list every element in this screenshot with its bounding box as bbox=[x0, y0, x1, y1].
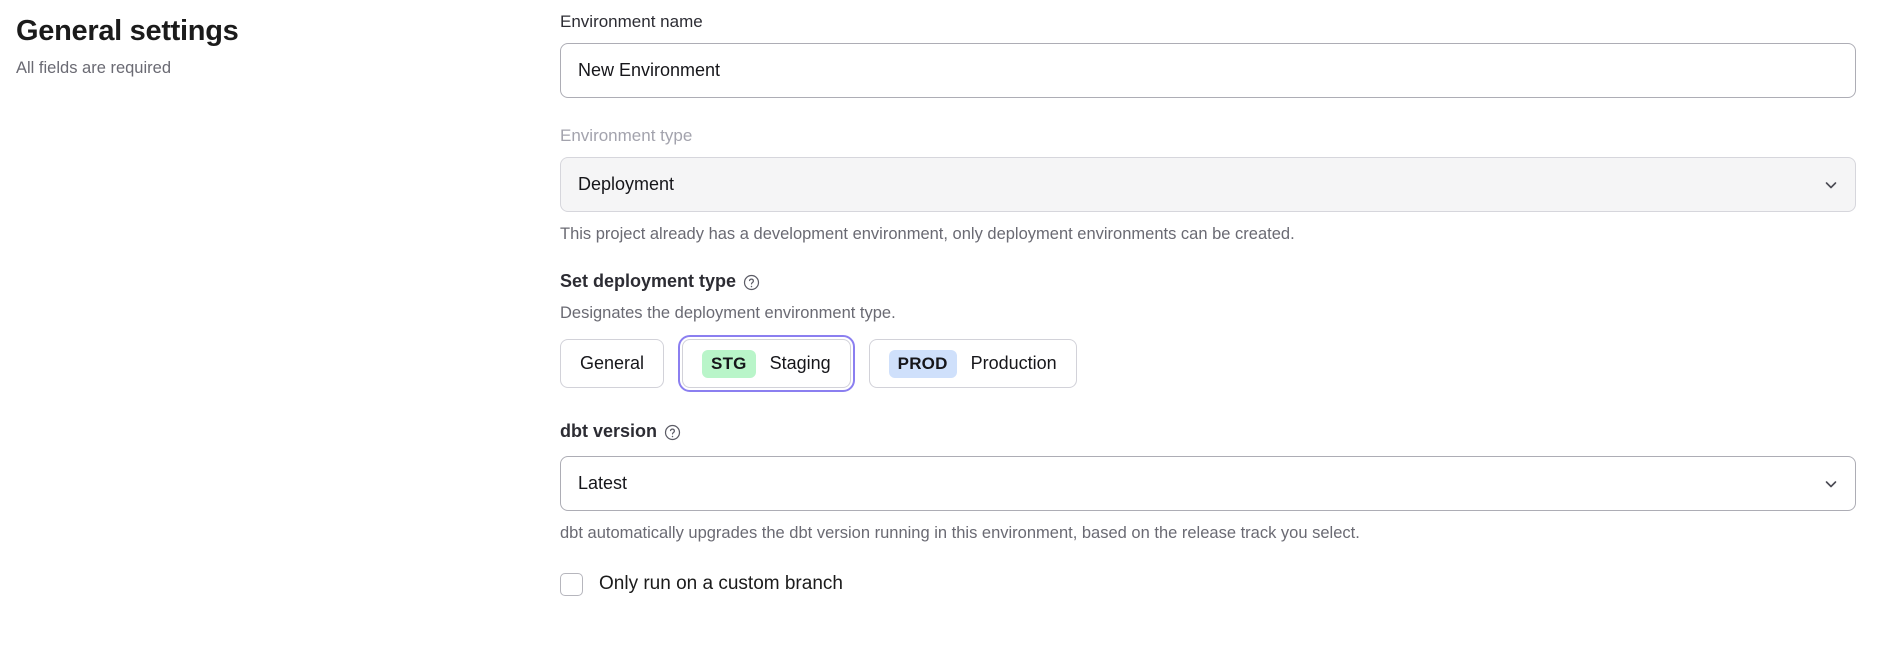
environment-type-value: Deployment bbox=[578, 174, 675, 194]
environment-type-select[interactable]: Deployment bbox=[560, 157, 1856, 212]
deployment-option-staging[interactable]: STG Staging bbox=[678, 335, 855, 392]
deployment-option-production[interactable]: PROD Production bbox=[868, 339, 1077, 388]
dbt-version-select[interactable]: Latest bbox=[560, 456, 1856, 511]
page-subtitle: All fields are required bbox=[16, 59, 171, 77]
production-badge: PROD bbox=[888, 349, 957, 378]
environment-type-helper: This project already has a development e… bbox=[560, 225, 1295, 243]
environment-name-input[interactable]: New Environment bbox=[560, 43, 1856, 98]
deployment-type-options: General STG Staging PROD Production bbox=[560, 335, 1856, 392]
dbt-version-title: dbt version bbox=[560, 418, 1856, 444]
environment-type-label: Environment type bbox=[560, 126, 693, 145]
dbt-version-label: dbt version bbox=[560, 421, 658, 441]
environment-name-label: Environment name bbox=[560, 12, 703, 31]
settings-form: Environment name New Environment Environ… bbox=[560, 10, 1856, 597]
staging-badge: STG bbox=[702, 349, 756, 378]
deployment-type-description: Designates the deployment environment ty… bbox=[560, 304, 896, 322]
chevron-down-icon bbox=[1823, 476, 1839, 492]
deployment-option-general-label: General bbox=[580, 353, 645, 373]
field-custom-branch: Only run on a custom branch bbox=[560, 571, 1856, 597]
field-environment-type: Environment type Deployment This project… bbox=[560, 124, 1856, 246]
page-title: General settings bbox=[16, 15, 239, 47]
field-environment-name: Environment name New Environment bbox=[560, 10, 1856, 98]
settings-header: General settings All fields are required bbox=[16, 12, 496, 80]
deployment-option-general[interactable]: General bbox=[560, 339, 665, 388]
field-dbt-version: dbt version Latest dbt automati bbox=[560, 418, 1856, 545]
chevron-down-icon bbox=[1823, 177, 1839, 193]
deployment-type-label: Set deployment type bbox=[560, 271, 737, 291]
deployment-option-production-label: Production bbox=[970, 353, 1057, 373]
field-deployment-type: Set deployment type Designates the deplo… bbox=[560, 268, 1856, 392]
custom-branch-label: Only run on a custom branch bbox=[599, 573, 843, 594]
question-circle-icon[interactable] bbox=[664, 424, 681, 441]
deployment-type-title: Set deployment type bbox=[560, 268, 1856, 294]
dbt-version-helper: dbt automatically upgrades the dbt versi… bbox=[560, 524, 1360, 542]
custom-branch-checkbox[interactable] bbox=[560, 572, 583, 596]
dbt-version-value: Latest bbox=[578, 473, 628, 493]
question-circle-icon[interactable] bbox=[743, 274, 760, 291]
deployment-option-staging-label: Staging bbox=[769, 353, 831, 373]
